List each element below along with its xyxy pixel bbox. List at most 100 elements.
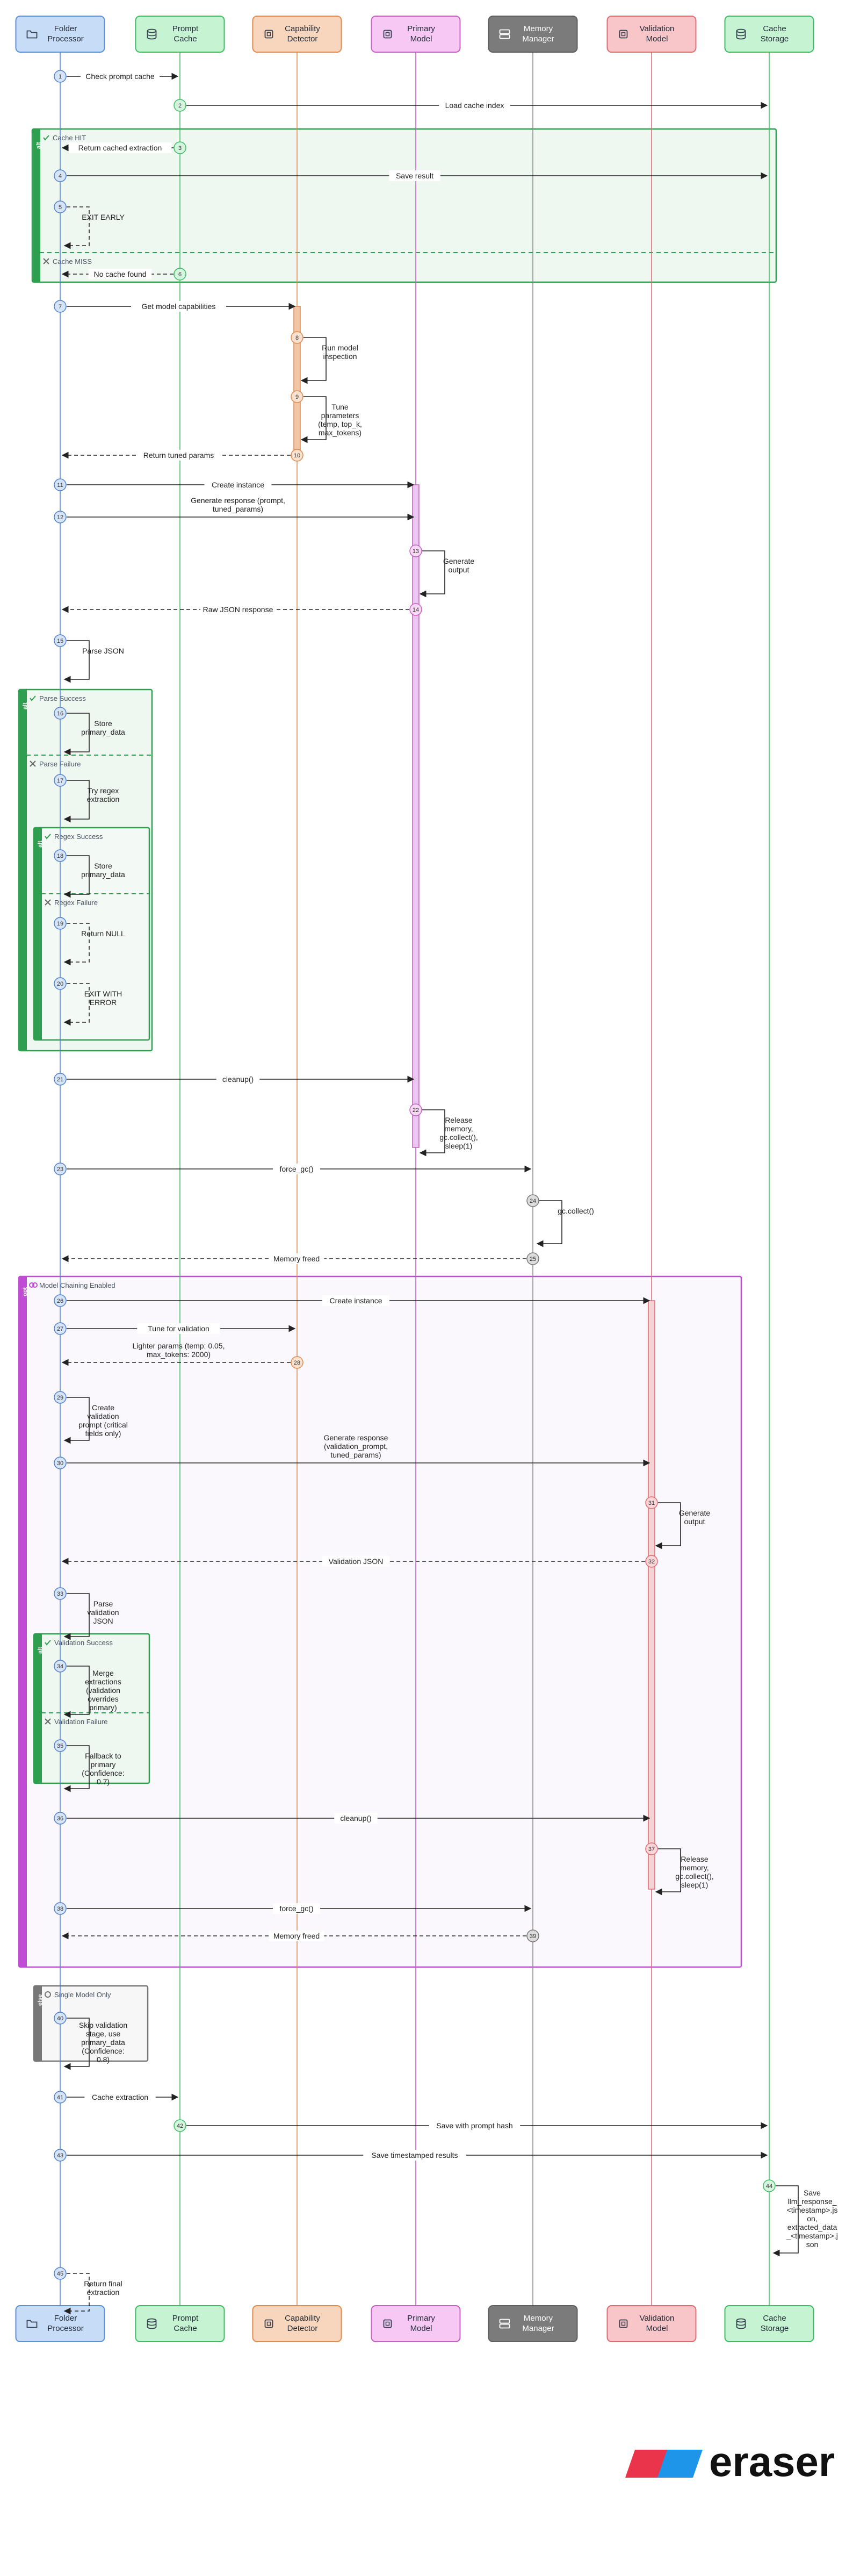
message-label: sleep(1): [681, 1881, 709, 1889]
message-label: gc.collect(),: [675, 1872, 714, 1881]
frame-kind-label: alt: [35, 142, 42, 149]
message-label-bg: [68, 142, 172, 153]
message-label: sleep(1): [445, 1142, 473, 1150]
step-number: 31: [648, 1500, 655, 1506]
participant-name-line: Manager: [522, 34, 554, 44]
participant-name-line: Processor: [47, 34, 84, 44]
x-icon: [30, 760, 36, 767]
message-label-bg: [269, 1253, 324, 1264]
step-number-badge: [54, 1587, 67, 1600]
step-number-badge: [174, 2119, 186, 2132]
message-label: validation: [87, 1412, 119, 1420]
participant-box: [252, 2305, 342, 2342]
check-icon: [45, 834, 51, 839]
self-message-arrow: [63, 855, 90, 898]
frame-kind-label: opt: [22, 1287, 28, 1296]
participant-box: [724, 16, 814, 53]
message-label: Memory freed: [273, 1254, 320, 1263]
message-label-bg: [137, 1323, 220, 1334]
participant-name-line: Cache: [763, 2314, 786, 2323]
message-label: Generate response (prompt,: [191, 496, 285, 505]
self-message-arrow: [63, 713, 90, 756]
participant-name-line: Folder: [54, 2314, 77, 2323]
self-message-arrow: [63, 1745, 90, 1792]
step-number-badge: [54, 2149, 67, 2162]
frame-kind-label: alt: [22, 702, 28, 709]
message-label: EXIT EARLY: [82, 213, 125, 221]
participant-box: [15, 16, 105, 53]
participant-name-line: Prompt: [172, 24, 199, 33]
step-number: 20: [57, 981, 63, 987]
step-number: 18: [57, 853, 63, 859]
step-number-badge: [54, 169, 67, 182]
step-number: 28: [294, 1360, 300, 1366]
step-number-badge: [645, 1555, 658, 1568]
message-label-bg: [363, 2150, 466, 2161]
step-number: 12: [57, 514, 63, 521]
frame-kind-label: alt: [37, 841, 44, 848]
message-label: memory,: [444, 1124, 473, 1133]
check-icon: [30, 695, 36, 701]
step-number-badge: [54, 1322, 67, 1335]
participant-box: [488, 2305, 578, 2342]
message-label: Release: [445, 1116, 473, 1124]
step-number-badge: [54, 478, 67, 491]
step-number-badge: [291, 449, 303, 462]
message-12: Generate response (prompt,tuned_params)1…: [54, 496, 415, 523]
step-number: 15: [57, 638, 63, 644]
message-34: Mergeextractions(validationoverridesprim…: [54, 1660, 121, 1718]
step-number-badge: [54, 2012, 67, 2025]
step-number: 32: [648, 1559, 655, 1565]
frame-section-title: Cache MISS: [53, 257, 92, 266]
step-number-badge: [54, 1163, 67, 1175]
participant-name-line: Model: [646, 34, 668, 44]
message-28: Lighter params (temp: 0.05,max_tokens: 2…: [61, 1341, 303, 1369]
step-number-badge: [291, 331, 303, 344]
message-label: Parse: [93, 1599, 113, 1608]
participant-name-line: Manager: [522, 2324, 554, 2333]
message-label: No cache found: [93, 270, 146, 278]
step-number-badge: [174, 141, 186, 154]
message-label: Generate: [443, 557, 475, 565]
step-number: 39: [530, 1933, 536, 1940]
step-number-badge: [54, 1456, 67, 1469]
cpu-icon: [264, 30, 273, 39]
step-number: 10: [294, 453, 300, 459]
step-number: 3: [178, 145, 182, 152]
step-number: 29: [57, 1395, 63, 1401]
participant-box: [371, 16, 461, 53]
activation-bar-cap: [293, 306, 301, 457]
frame-section-title: Validation Failure: [54, 1718, 107, 1726]
step-number: 30: [57, 1460, 63, 1467]
circle-icon: [45, 1991, 51, 1998]
step-number-badge: [54, 977, 67, 990]
frame-box: [18, 1275, 742, 1968]
x-icon: [45, 899, 51, 906]
participant-name-line: Detector: [287, 34, 318, 44]
message-label: gc.collect(),: [439, 1133, 478, 1142]
step-number: 2: [178, 103, 182, 109]
check-icon: [45, 1640, 51, 1646]
database-icon: [736, 2318, 746, 2329]
message-label: cleanup(): [222, 1075, 254, 1084]
step-number-badge: [54, 70, 67, 83]
cpu-icon: [619, 30, 628, 39]
participant-name-line: Model: [410, 2324, 432, 2333]
step-number-badge: [54, 300, 67, 313]
participant-box: [724, 2305, 814, 2342]
